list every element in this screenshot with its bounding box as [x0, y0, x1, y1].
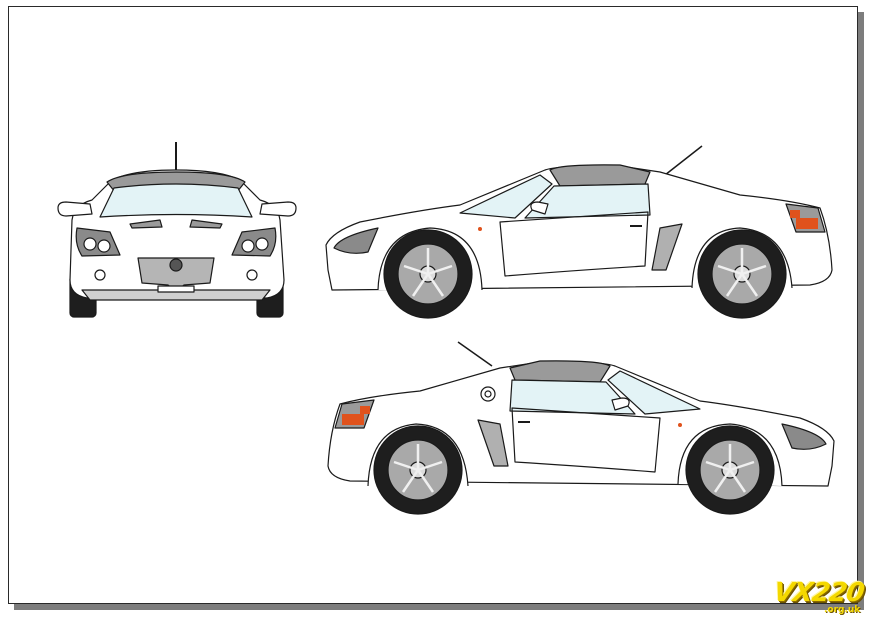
- logo-main-text: VX220: [771, 578, 866, 608]
- vx220-logo: VX220 .org.uk: [771, 578, 874, 618]
- front-view-car: [57, 142, 297, 318]
- logo-sub-text: .org.uk: [824, 605, 861, 615]
- side-view-left-car: [325, 145, 833, 319]
- side-view-right-car: [327, 341, 835, 515]
